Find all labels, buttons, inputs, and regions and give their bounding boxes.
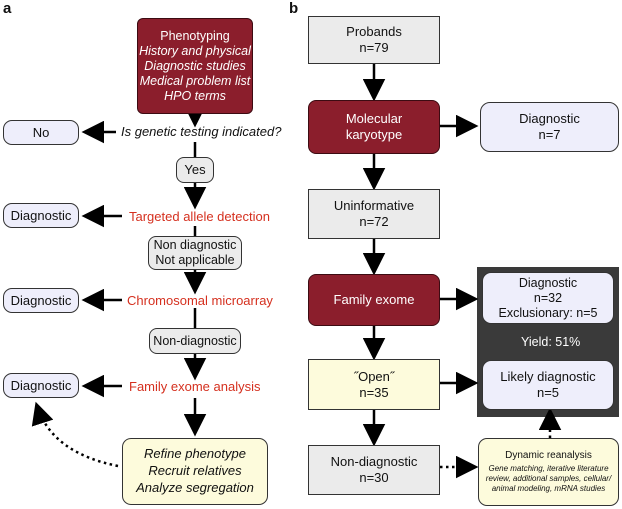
phenotyping-box: Phenotyping History and physical Diagnos… [137, 18, 253, 114]
phenotyping-title: Phenotyping [160, 28, 230, 43]
dotted-arrow-refine-diagnostic [31, 401, 119, 468]
phenotyping-item: Medical problem list [139, 73, 251, 88]
non-diagnostic-n30-count: n=30 [359, 470, 389, 485]
open-box: ˝Open˝ n=35 [308, 359, 440, 410]
likely-diagnostic-count: n=5 [536, 385, 560, 400]
yes-box: Yes [176, 157, 214, 183]
non-diagnostic-box: Non-diagnostic [149, 328, 241, 354]
dynamic-reanalysis-detail: review, additional samples, cellular/ [485, 474, 612, 484]
diagnostic-n32-count: n=32 [533, 290, 563, 305]
diagnostic-n32-box: Diagnostic n=32 Exclusionary: n=5 [482, 272, 614, 324]
diagnostic-n7-box: Diagnostic n=7 [480, 102, 619, 152]
likely-diagnostic-box: Likely diagnostic n=5 [482, 360, 614, 410]
uninformative-box: Uninformative n=72 [308, 189, 440, 239]
diagnostic-label: Diagnostic [519, 111, 580, 127]
uninformative-count: n=72 [359, 214, 389, 229]
non-diagnostic-n30-box: Non-diagnostic n=30 [308, 445, 440, 495]
yield-label: Yield: 51% [521, 335, 581, 349]
molecular-karyotype-box: Molecular karyotype [308, 100, 440, 154]
diagnostic-count: n=7 [538, 127, 561, 142]
genetic-testing-question: Is genetic testing indicated? [121, 124, 282, 139]
non-diagnostic-n30-label: Non-diagnostic [330, 454, 418, 470]
dynamic-reanalysis-box: Dynamic reanalysis Gene matching, iterat… [478, 438, 619, 506]
dynamic-reanalysis-detail: animal modeling, mRNA studies [491, 484, 606, 494]
probands-box: Probands n=79 [308, 16, 440, 64]
refine-phenotype: Refine phenotype [144, 446, 246, 462]
diagnostic-box-3: Diagnostic [3, 373, 79, 398]
family-exome-box: Family exome [308, 274, 440, 326]
likely-diagnostic-label: Likely diagnostic [500, 369, 596, 385]
exclusionary-count: Exclusionary: n=5 [498, 305, 598, 320]
analyze-segregation: Analyze segregation [136, 479, 254, 495]
diagnostic-box-1: Diagnostic [3, 203, 79, 228]
dynamic-reanalysis-detail: Gene matching, iterative literature [488, 464, 609, 474]
probands-count: n=79 [359, 40, 389, 55]
non-diagnostic-not-applicable-box: Non diagnostic Not applicable [148, 236, 242, 270]
molecular-label: Molecular [345, 111, 403, 127]
open-count: n=35 [359, 384, 389, 400]
recruit-relatives: Recruit relatives [148, 463, 242, 479]
chromosomal-microarray: Chromosomal microarray [127, 293, 273, 308]
probands-label: Probands [346, 24, 402, 40]
panel-letter-a: a [3, 0, 12, 17]
targeted-allele-detection: Targeted allele detection [129, 209, 270, 224]
no-box: No [3, 120, 79, 145]
panel-letter-b: b [289, 0, 299, 17]
open-label: ˝Open˝ [353, 368, 395, 384]
phenotyping-item: History and physical [139, 43, 251, 58]
dynamic-reanalysis-title: Dynamic reanalysis [505, 449, 592, 461]
non-diagnostic-label: Non diagnostic [153, 238, 237, 252]
not-applicable-label: Not applicable [155, 253, 235, 267]
refine-box: Refine phenotype Recruit relatives Analy… [122, 438, 268, 505]
diagnostic-box-2: Diagnostic [3, 288, 79, 313]
phenotyping-item: Diagnostic studies [144, 58, 246, 73]
karyotype-label: karyotype [345, 127, 403, 142]
phenotyping-item: HPO terms [164, 88, 226, 103]
diagnostic-n32-label: Diagnostic [518, 275, 578, 290]
uninformative-label: Uninformative [333, 198, 415, 214]
family-exome-analysis: Family exome analysis [129, 379, 261, 394]
